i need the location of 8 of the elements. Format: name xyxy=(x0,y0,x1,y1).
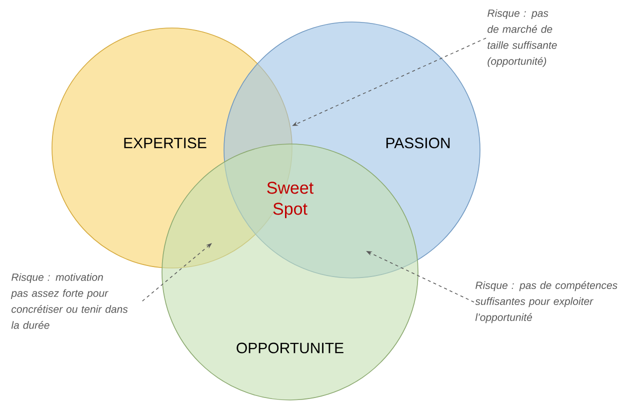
circle-label: EXPERTISE xyxy=(124,138,206,148)
circle-label: OPPORTUNITE xyxy=(236,342,344,354)
risk-note: Risque : motivation pas assez forte pour concrétiser ou tenir dans la durée xyxy=(10,273,128,329)
leader-line xyxy=(142,243,212,302)
risk-note: Risque : pas de compétences suffisantes pour exploiter l’opportunité xyxy=(475,281,618,324)
risk-note: Risque : pas de marché de taille suffisante (opportunité) xyxy=(488,9,557,67)
circle-label: PASSION xyxy=(386,138,450,148)
center-label: Sweet Spot xyxy=(267,182,314,218)
